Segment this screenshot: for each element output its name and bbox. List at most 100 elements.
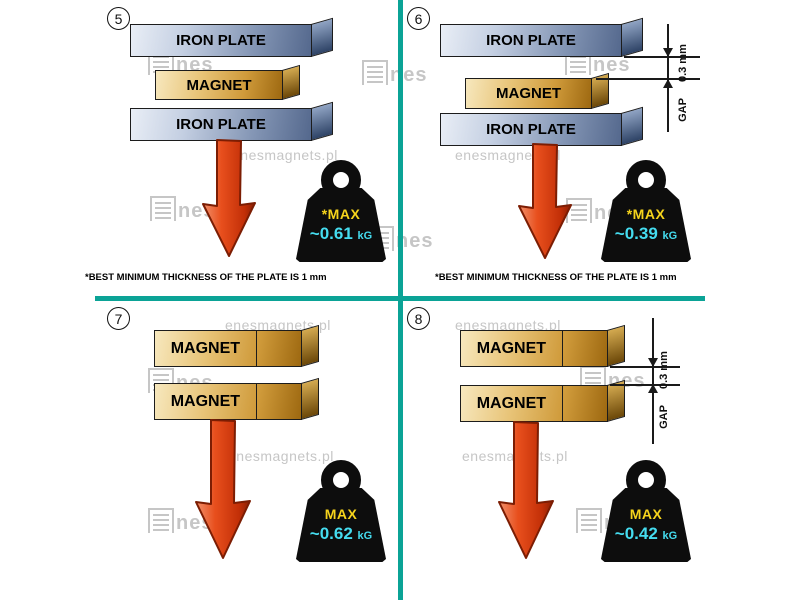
iron-plate-side-face xyxy=(621,106,643,146)
enes-logo-icon xyxy=(150,196,176,221)
force-number: ~0.42 xyxy=(614,524,658,543)
panel-6-number: 6 xyxy=(407,7,430,30)
watermark-text: enesmagnets.pl xyxy=(228,448,334,464)
gap-dimension-label: GAP 0.3 mm xyxy=(677,28,691,138)
panel-7-number: 7 xyxy=(107,307,130,330)
iron-plate-side-face xyxy=(311,101,333,141)
magnet-side-face xyxy=(282,64,300,100)
dimension-extension-line xyxy=(596,78,700,80)
panel-8-number: 8 xyxy=(407,307,430,330)
note-text: *BEST MINIMUM THICKNESS OF THE PLATE IS xyxy=(435,272,650,283)
force-value: ~0.39 kG xyxy=(615,224,677,244)
magnet-seam-line xyxy=(561,331,564,366)
dimension-extension-line xyxy=(610,384,680,386)
magnet-seam-line xyxy=(255,331,258,366)
iron-plate-side-face xyxy=(621,17,643,57)
panel-number-text: 6 xyxy=(414,10,423,27)
iron-plate-label: IRON PLATE xyxy=(176,32,266,49)
dimension-line xyxy=(652,318,654,444)
magnet-seam-line xyxy=(255,384,258,419)
magnet-block-top: MAGNET xyxy=(460,324,625,367)
magnet-side-face xyxy=(607,324,625,367)
force-value: ~0.42 kG xyxy=(615,524,677,544)
weight-body: *MAX ~0.39 kG xyxy=(601,188,691,262)
enes-logo: nes xyxy=(565,50,630,75)
dimension-arrow-up-icon xyxy=(648,384,658,393)
dimension-arrow-up-icon xyxy=(663,79,673,88)
enes-logo-icon xyxy=(148,508,174,533)
enes-logo-icon xyxy=(576,508,602,533)
force-number: ~0.62 xyxy=(309,524,353,543)
magnet-label: MAGNET xyxy=(476,394,547,412)
magnet-side-face xyxy=(301,377,319,420)
force-unit: kG xyxy=(662,530,678,542)
weight-max-label: *MAX xyxy=(626,206,666,222)
gap-word: GAP xyxy=(677,98,689,122)
magnet-block-bottom: MAGNET xyxy=(460,379,625,422)
downward-force-arrow xyxy=(195,419,251,559)
gap-value: 0.3 mm xyxy=(658,351,670,390)
enes-logo-text: nes xyxy=(593,54,631,76)
min-thickness-note: *BEST MINIMUM THICKNESS OF THE PLATE IS … xyxy=(85,272,327,283)
force-unit: kG xyxy=(662,230,678,242)
downward-force-arrow xyxy=(498,421,554,559)
iron-plate-top: IRON PLATE xyxy=(440,17,643,57)
enes-logo-text: nes xyxy=(396,230,434,252)
force-value: ~0.62 kG xyxy=(310,524,372,544)
panel-number-text: 7 xyxy=(114,310,123,327)
watermark-text: enesmagnets.pl xyxy=(232,147,338,163)
enes-logo: nes xyxy=(362,60,427,85)
downward-force-arrow xyxy=(202,139,256,257)
enes-logo-text: nes xyxy=(390,64,428,86)
panel-number-text: 5 xyxy=(114,10,123,27)
note-bold-text: 1 mm xyxy=(301,272,327,283)
magnet-label: MAGNET xyxy=(186,76,252,94)
divider-horizontal xyxy=(95,296,705,301)
magnet-label: MAGNET xyxy=(476,339,547,357)
gap-dimension-label: GAP 0.3 mm xyxy=(658,335,672,445)
iron-plate-side-face xyxy=(311,17,333,57)
force-number: ~0.61 xyxy=(309,224,353,243)
magnet-block-bottom: MAGNET xyxy=(154,377,319,420)
magnet-label: MAGNET xyxy=(170,339,241,357)
dimension-extension-line xyxy=(624,56,700,58)
weight-max-label: MAX xyxy=(629,506,663,522)
weight-body: MAX ~0.42 kG xyxy=(601,488,691,562)
weight-kettlebell: MAX ~0.62 kG xyxy=(296,460,386,564)
dimension-line xyxy=(667,24,669,132)
dimension-arrow-down-icon xyxy=(648,358,658,367)
note-text: *BEST MINIMUM THICKNESS OF THE PLATE IS xyxy=(85,272,300,283)
force-unit: kG xyxy=(357,230,373,242)
iron-plate-bottom: IRON PLATE xyxy=(440,106,643,146)
weight-body: *MAX ~0.61 kG xyxy=(296,188,386,262)
force-unit: kG xyxy=(357,530,373,542)
gap-value: 0.3 mm xyxy=(677,44,689,83)
magnet-block: MAGNET xyxy=(155,64,300,100)
weight-kettlebell: *MAX ~0.39 kG xyxy=(601,160,691,264)
weight-body: MAX ~0.62 kG xyxy=(296,488,386,562)
dimension-arrow-down-icon xyxy=(663,48,673,57)
magnet-label: MAGNET xyxy=(496,85,561,102)
weight-kettlebell: *MAX ~0.61 kG xyxy=(296,160,386,264)
gap-word: GAP xyxy=(658,405,670,429)
panel-5-number: 5 xyxy=(107,7,130,30)
downward-force-arrow xyxy=(518,143,572,259)
force-number: ~0.39 xyxy=(614,224,658,243)
magnet-side-face xyxy=(301,324,319,367)
magnet-block-top: MAGNET xyxy=(154,324,319,367)
magnet-seam-line xyxy=(561,386,564,421)
panel-number-text: 8 xyxy=(414,310,423,327)
enes-logo-icon xyxy=(362,60,388,85)
magnet-block: MAGNET xyxy=(465,72,609,109)
iron-plate-label: IRON PLATE xyxy=(486,32,576,49)
watermark-text: enesmagnets.pl xyxy=(455,317,561,333)
weight-kettlebell: MAX ~0.42 kG xyxy=(601,460,691,564)
min-thickness-note: *BEST MINIMUM THICKNESS OF THE PLATE IS … xyxy=(435,272,677,283)
force-value: ~0.61 kG xyxy=(310,224,372,244)
magnet-side-face xyxy=(607,379,625,422)
note-bold-text: 1 mm xyxy=(651,272,677,283)
weight-max-label: MAX xyxy=(324,506,358,522)
magnet-label: MAGNET xyxy=(170,392,241,410)
iron-plate-bottom: IRON PLATE xyxy=(130,101,333,141)
